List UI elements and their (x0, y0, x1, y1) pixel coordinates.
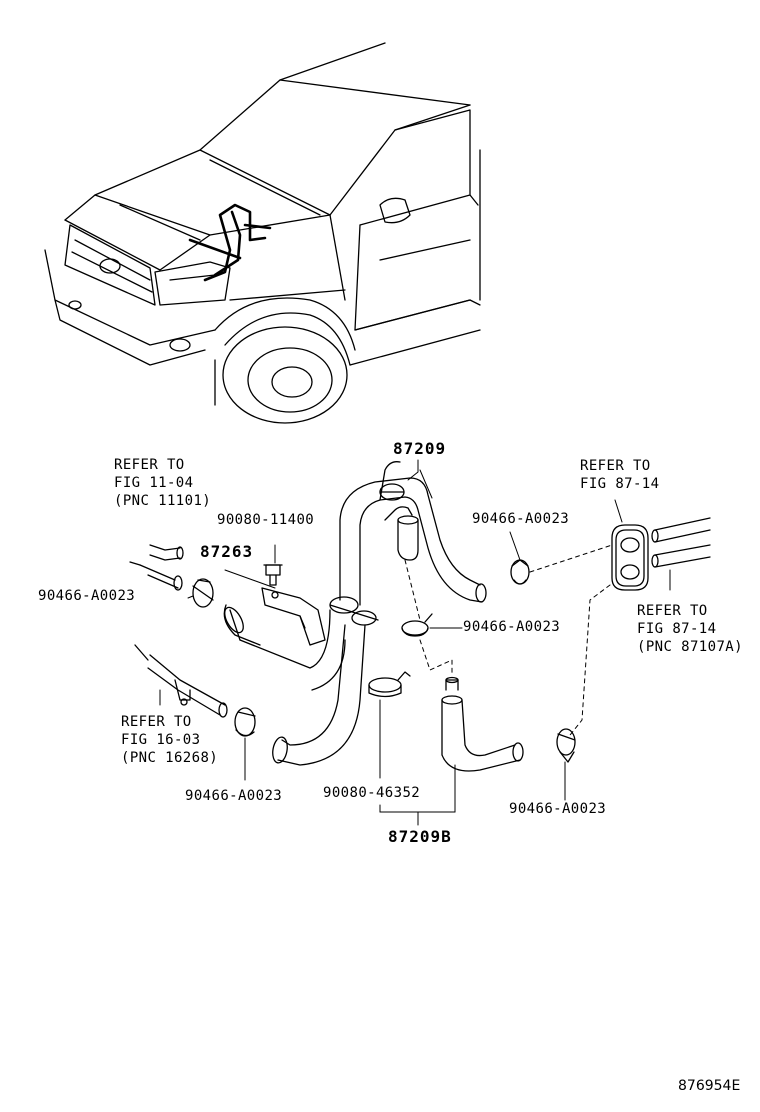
reference-heater-pipe: REFER TO FIG 87-14 (PNC 87107A) (637, 602, 743, 656)
callout-clamp-left-top: 90466-A0023 (38, 588, 136, 604)
dashed-guides (404, 544, 613, 736)
callout-clamp-left-bottom: 90466-A0023 (185, 788, 283, 804)
ref-line: REFER TO (580, 458, 651, 474)
hose-elbow (384, 506, 419, 561)
pipe-radiator (134, 644, 228, 718)
callout-87209b: 87209B (388, 827, 452, 846)
ref-line: FIG 16-03 (121, 732, 201, 748)
callout-87263: 87263 (200, 542, 254, 561)
clamp-lower-center (368, 671, 411, 698)
clamp-left-top (192, 578, 214, 608)
clamp-right-top (510, 559, 530, 585)
bracket-icon (261, 587, 326, 646)
ref-line: (PNC 16268) (121, 750, 219, 766)
pipe-icon (129, 544, 184, 591)
heater-pipes (651, 517, 711, 568)
ref-line: REFER TO (637, 603, 708, 619)
ref-line: (PNC 11101) (114, 493, 212, 509)
callout-clamp-right-top: 90466-A0023 (472, 511, 570, 527)
hose-lower-left (272, 624, 366, 766)
leader-lines (159, 459, 671, 826)
grommet-icon (611, 524, 649, 591)
reference-engine: REFER TO FIG 11-04 (PNC 11101) (114, 456, 211, 510)
callout-clamp-lower-center: 90080-46352 (323, 785, 421, 801)
ref-line: FIG 11-04 (114, 475, 194, 491)
callout-90080-11400: 90080-11400 (217, 512, 315, 528)
clamp-icon (329, 483, 405, 626)
callout-clamp-center: 90466-A0023 (463, 619, 561, 635)
ref-line: REFER TO (121, 714, 192, 730)
clamp-right-bottom (556, 728, 576, 763)
callout-clamp-right-bottom: 90466-A0023 (509, 801, 607, 817)
ref-line: REFER TO (114, 457, 185, 473)
figure-id: 876954E (678, 1078, 741, 1094)
ref-line: FIG 87-14 (580, 476, 660, 492)
clamp-left-bottom (234, 707, 256, 737)
callout-87209: 87209 (393, 439, 447, 458)
ref-line: (PNC 87107A) (637, 639, 743, 655)
hose-87209 (223, 461, 487, 691)
reference-radiator: REFER TO FIG 16-03 (PNC 16268) (121, 713, 218, 767)
truck-illustration (44, 42, 481, 424)
bolt-icon (263, 564, 283, 586)
hose-87209b (441, 676, 524, 772)
reference-heater-top: REFER TO FIG 87-14 (580, 457, 659, 493)
ref-line: FIG 87-14 (637, 621, 717, 637)
clamp-center (401, 613, 433, 637)
